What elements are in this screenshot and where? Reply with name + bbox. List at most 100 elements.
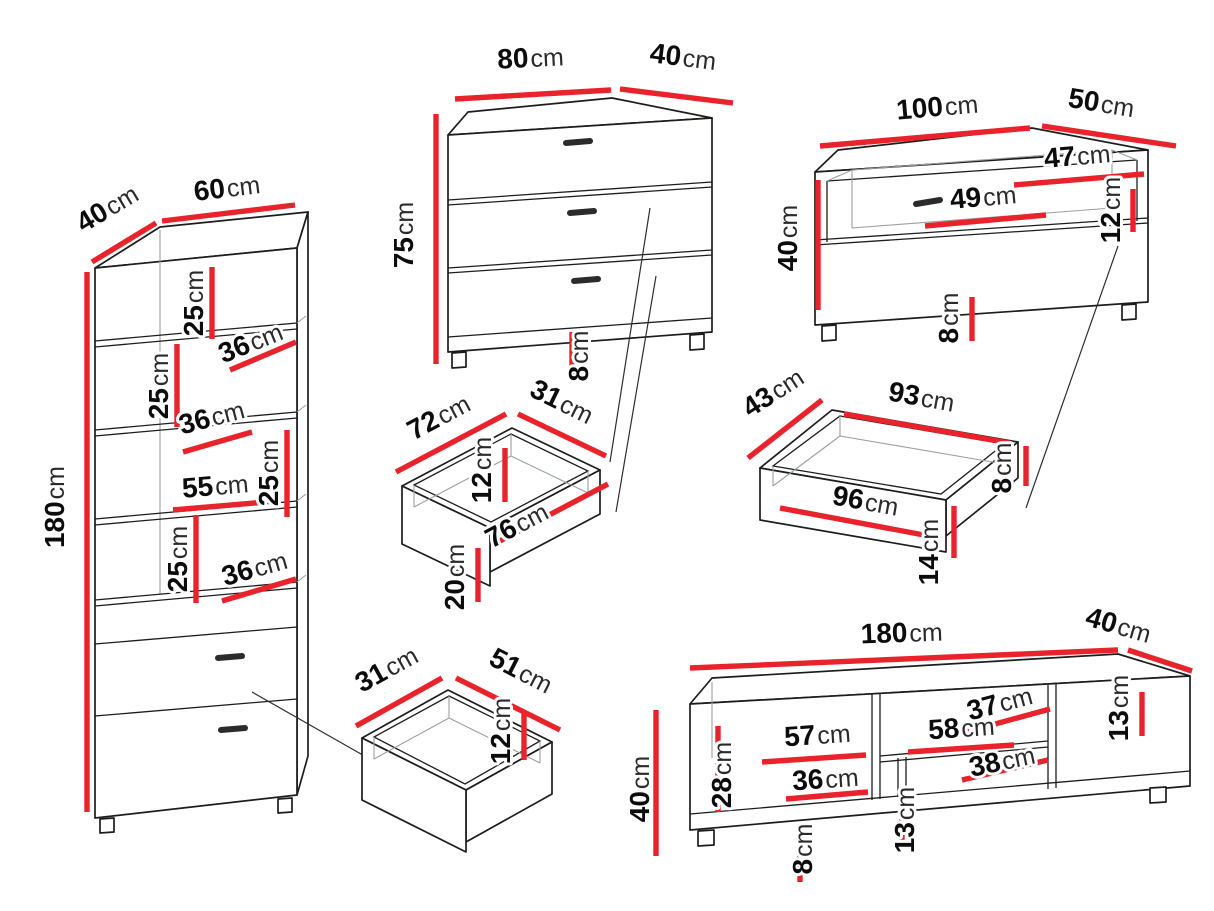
- dim-label-wall-unit-depth: 50cm: [1066, 82, 1137, 123]
- niche-inner-side: [826, 160, 1138, 242]
- wall-unit-foot: [821, 324, 837, 342]
- drawer-divider: [447, 181, 713, 206]
- dimension-lines: [84, 86, 1193, 882]
- divider-line: [1047, 684, 1057, 789]
- dim-label-tv-lower-divider: 13cm: [889, 787, 920, 853]
- dim-line-tv-lower-middle: [961, 757, 1049, 783]
- dim-line-long-drawer-inner-width: [843, 411, 1011, 446]
- dim-line-chest-depth: [619, 86, 734, 106]
- dim-label-tv-inner-height: 28cm: [706, 742, 737, 808]
- plinth-line: [447, 317, 713, 338]
- dim-label-drawer-front-height: 20cm: [439, 544, 470, 610]
- dim-label-cabinet-section-upper: 25cm: [143, 353, 174, 419]
- dim-line-drawer-front-width: [496, 481, 610, 545]
- tv-stand-drawing: [689, 653, 1191, 847]
- dim-line-chest-width: [454, 87, 612, 102]
- dim-label-tv-width: 180cm: [860, 616, 943, 650]
- dim-line-wall-unit-inner-left: [924, 212, 1047, 229]
- dim-label-long-drawer-inner-width: 93cm: [886, 376, 957, 418]
- dim-line-wall-unit-width: [819, 125, 1031, 149]
- chest-foot: [689, 333, 705, 351]
- dim-line-cabinet-shelf-mid: [182, 429, 253, 455]
- drawer-handle: [567, 208, 597, 216]
- dim-line-small-drawer-width: [454, 675, 562, 733]
- dim-label-cabinet-section-lower: 25cm: [162, 526, 193, 592]
- cabinet-side-face: [296, 211, 309, 796]
- leader-wall-unit-to-long-drawer: [1025, 245, 1119, 509]
- leader-chest-to-drawer: [615, 275, 657, 513]
- plinth-line: [689, 770, 1191, 815]
- chest-drawer-drawing: [401, 427, 601, 587]
- dim-label-small-drawer-height: 12cm: [485, 698, 516, 764]
- dim-label-tv-niche-right: 13cm: [1103, 675, 1134, 741]
- dim-line-long-drawer-depth: [746, 397, 824, 461]
- dim-label-tv-depth: 40cm: [1082, 601, 1154, 649]
- drawer-front-wall: [361, 737, 467, 853]
- drawer-handle: [215, 653, 245, 661]
- leader-chest-to-drawer: [609, 207, 651, 463]
- drawer-interior: [413, 434, 589, 508]
- dim-line-tv-lower-left: [785, 789, 869, 802]
- dim-label-cabinet-section-middle: 25cm: [253, 440, 284, 506]
- tv-stand-foot: [1149, 786, 1167, 804]
- lower-divider-line: [897, 757, 907, 797]
- dim-line-tv-section-back: [961, 706, 1051, 736]
- leader-cabinet-to-small-drawer: [251, 691, 369, 759]
- shelf-depth-hint: [296, 315, 307, 583]
- dim-label-small-drawer-width: 51cm: [485, 642, 558, 700]
- dim-line-cabinet-shelf-top: [228, 339, 298, 373]
- dim-label-long-drawer-depth: 43cm: [737, 361, 810, 423]
- dim-label-wall-unit-width: 100cm: [895, 88, 979, 126]
- dim-label-chest-depth: 40cm: [648, 37, 718, 76]
- flap-handle: [913, 197, 943, 207]
- drawer-handle: [218, 725, 248, 733]
- dim-label-wall-unit-inner-right: 47cm: [1043, 137, 1112, 174]
- dim-label-cabinet-niche: 55cm: [181, 467, 250, 504]
- dim-label-chest-base: 8cm: [563, 331, 594, 382]
- dim-label-long-drawer-side-height: 8cm: [986, 443, 1017, 494]
- dim-line-drawer-inner-width: [394, 411, 508, 475]
- dim-line-tv-width: [689, 647, 1119, 671]
- tv-stand-front-face: [689, 675, 1191, 831]
- dim-label-tv-lower-left: 36cm: [791, 761, 859, 797]
- shelf-line: [94, 411, 298, 437]
- dim-line-tv-section-left: [761, 752, 867, 765]
- dim-label-cabinet-depth: 40cm: [71, 177, 144, 238]
- cabinet-foot: [99, 817, 115, 834]
- dim-line-wall-unit-depth: [1041, 123, 1177, 149]
- wall-unit-foot: [1121, 303, 1137, 321]
- chest-front-face: [447, 117, 713, 353]
- dim-label-wall-unit-inner-height: 12cm: [1095, 177, 1126, 243]
- drawer-handle: [563, 138, 593, 146]
- dim-label-tv-section-middle: 58cm: [927, 710, 995, 746]
- chest-foot: [451, 351, 467, 369]
- dim-label-tv-section-back: 37cm: [963, 679, 1035, 726]
- niche-interior-hint: [826, 149, 1138, 229]
- dim-line-wall-unit-inner-right: [1013, 171, 1145, 188]
- dim-line-long-drawer-front-width: [779, 505, 941, 541]
- dim-line-cabinet-shelf-bottom: [221, 576, 297, 604]
- dim-line-tv-section-middle: [907, 742, 1015, 755]
- dim-label-chest-width: 80cm: [496, 40, 564, 74]
- tv-stand-foot: [697, 829, 715, 847]
- dim-line-cabinet-niche: [172, 499, 267, 513]
- wall-unit-drawing: [814, 127, 1149, 342]
- small-drawer-drawing: [361, 689, 553, 853]
- drawer-divider: [447, 249, 713, 274]
- dim-line-cabinet-width: [161, 202, 296, 224]
- dim-line-drawer-inner-depth: [516, 411, 608, 459]
- dim-label-cabinet-width: 60cm: [192, 168, 262, 207]
- dim-label-cabinet-section-top: 25cm: [178, 270, 209, 336]
- dim-label-long-drawer-front-height: 14cm: [913, 519, 944, 585]
- dim-label-chest-height: 75cm: [388, 202, 419, 268]
- drawer-inner-rim: [372, 695, 542, 785]
- cabinet-foot: [277, 797, 293, 814]
- dim-line-tv-depth: [1127, 647, 1193, 674]
- niche-inner-top: [826, 159, 1138, 182]
- shelf-divider: [814, 217, 1149, 246]
- dim-line-small-drawer-depth: [354, 675, 444, 729]
- drawer-divider: [94, 698, 298, 717]
- drawer-front-wall: [401, 485, 491, 587]
- dim-label-small-drawer-depth: 31cm: [350, 639, 423, 698]
